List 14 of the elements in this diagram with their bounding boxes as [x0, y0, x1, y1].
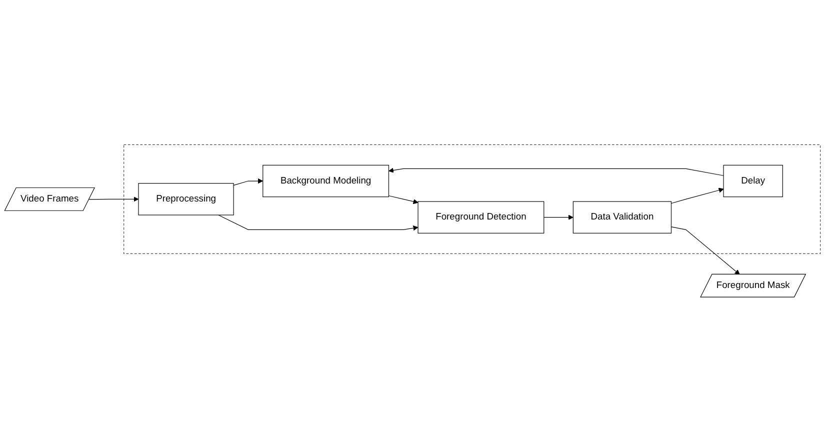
arrow: [670, 187, 724, 204]
node-box: Data Validation: [572, 200, 672, 234]
arrow: [388, 167, 724, 176]
node-box: Foreground Detection: [418, 200, 544, 234]
arrow: [388, 195, 418, 204]
node-box: Delay: [723, 164, 783, 197]
node-box: Preprocessing: [138, 182, 234, 215]
arrow: [88, 196, 139, 202]
arrow: [218, 214, 418, 230]
arrow: [233, 178, 264, 186]
arrow: [544, 214, 574, 220]
arrow: [670, 226, 740, 274]
cluster: [124, 144, 821, 254]
node-box: Background Modeling: [262, 164, 390, 197]
